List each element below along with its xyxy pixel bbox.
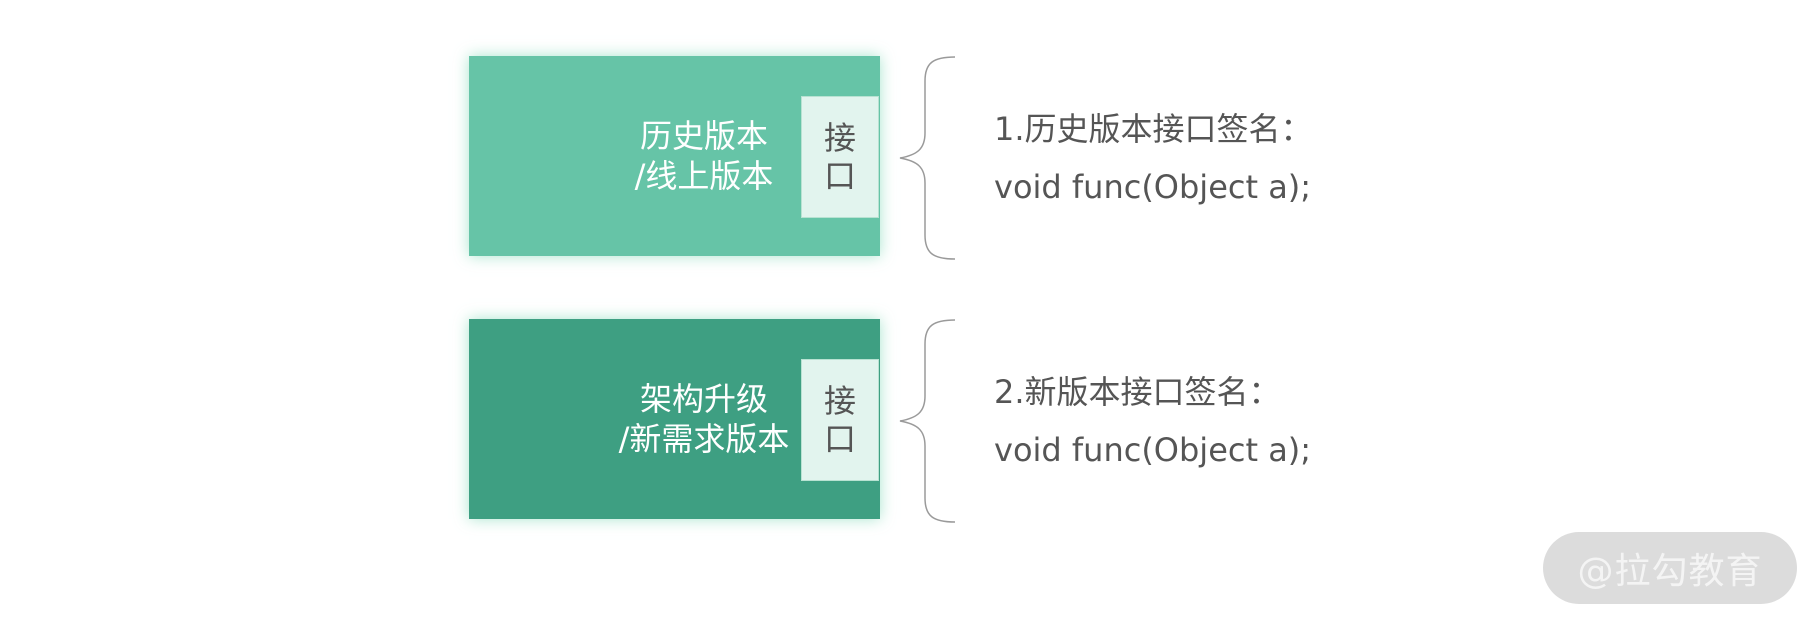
history-signature-code: void func(Object a);: [994, 168, 1312, 206]
history-interface-tab: 接 口: [801, 96, 879, 218]
new-signature: 2.新版本接口签名： void func(Object a);: [994, 363, 1311, 479]
history-version-label-line1: 历史版本: [639, 117, 768, 155]
history-version-box: 历史版本 /线上版本 接 口: [469, 56, 880, 256]
new-signature-code: void func(Object a);: [994, 431, 1312, 469]
new-interface-char2: 口: [823, 420, 856, 458]
curly-brace-bottom: [899, 319, 956, 523]
watermark-text: @拉勾教育: [1577, 551, 1763, 592]
history-interface-char1: 接: [823, 119, 856, 157]
history-signature: 1.历史版本接口签名： void func(Object a);: [994, 100, 1313, 216]
new-version-label: 架构升级 /新需求版本: [569, 379, 839, 459]
new-version-box: 架构升级 /新需求版本 接 口: [469, 319, 880, 519]
new-signature-title: 2.新版本接口签名：: [994, 373, 1281, 411]
history-version-label-line2: /线上版本: [634, 157, 774, 195]
watermark-badge: @拉勾教育: [1543, 532, 1797, 604]
new-version-label-line1: 架构升级: [639, 380, 768, 418]
new-interface-char1: 接: [823, 382, 856, 420]
history-signature-title: 1.历史版本接口签名：: [994, 110, 1313, 148]
new-interface-tab: 接 口: [801, 359, 879, 481]
new-version-label-line2: /新需求版本: [618, 420, 790, 458]
curly-brace-top: [899, 56, 956, 260]
history-version-label: 历史版本 /线上版本: [569, 116, 839, 196]
history-interface-char2: 口: [823, 157, 856, 195]
